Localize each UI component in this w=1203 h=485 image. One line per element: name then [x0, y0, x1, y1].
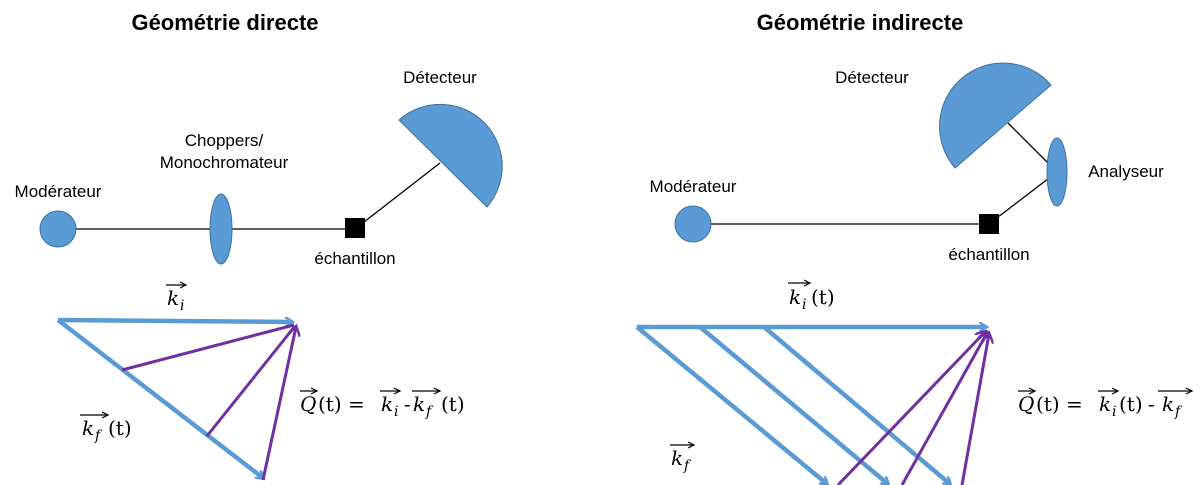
svg-text:Q: Q — [1018, 392, 1034, 416]
svg-text:(t): (t) — [108, 416, 132, 440]
left-q-equation: Q (t) = k i - k f (t) — [300, 391, 465, 420]
svg-text:i: i — [394, 404, 398, 420]
right-detector-label: Détecteur — [835, 68, 909, 87]
left-q-arrow — [261, 327, 296, 481]
svg-text:i: i — [802, 297, 806, 313]
svg-text:f: f — [94, 428, 103, 444]
right-kf-arrow-2 — [698, 325, 888, 485]
svg-text:k: k — [167, 286, 179, 310]
svg-text:(t) =: (t) = — [318, 392, 365, 416]
left-q-line-2 — [205, 325, 297, 437]
left-ki-arrow — [57, 320, 292, 322]
left-chopper-label-2: Monochromateur — [160, 153, 289, 172]
left-sample-shape — [345, 218, 365, 238]
svg-text:i: i — [180, 298, 184, 314]
left-chopper-shape — [209, 193, 233, 265]
left-q-line-1 — [121, 323, 295, 372]
svg-text:f: f — [683, 458, 692, 474]
right-analyser-line — [988, 171, 1058, 225]
right-kf-arrow-1 — [635, 325, 827, 485]
right-analyser-label: Analyseur — [1088, 162, 1164, 181]
left-ki-label: k i — [166, 285, 186, 314]
svg-text:i: i — [1112, 404, 1116, 420]
right-panel: Géométrie indirecte Modérateur échantill… — [635, 10, 1192, 485]
svg-text:f: f — [425, 404, 434, 420]
svg-text:k: k — [82, 416, 94, 440]
svg-text:Q: Q — [300, 392, 316, 416]
svg-text:k: k — [671, 446, 683, 470]
right-kf-label: k f — [670, 445, 694, 474]
left-moderator-label: Modérateur — [15, 182, 102, 201]
right-ki-label: k i (t) — [788, 283, 835, 313]
left-chopper-label-1: Choppers/ — [185, 131, 264, 150]
svg-text:(t): (t) — [1119, 392, 1143, 416]
left-panel: Géométrie directe Modérateur Choppers/ M… — [15, 10, 503, 481]
right-kf-arrow-3 — [762, 325, 950, 485]
svg-text:k: k — [789, 285, 801, 309]
left-sample-label: échantillon — [314, 249, 395, 268]
svg-text:k: k — [381, 392, 393, 416]
right-q-arrow-2 — [900, 333, 987, 485]
svg-text:k: k — [413, 392, 425, 416]
left-kf-arrow — [56, 318, 263, 478]
svg-text:-: - — [1148, 392, 1155, 416]
left-kf-label: k f (t) — [80, 415, 132, 444]
right-sample-shape — [979, 214, 999, 234]
svg-text:k: k — [1162, 392, 1174, 416]
svg-text:(t): (t) — [811, 285, 835, 309]
right-moderator-label: Modérateur — [650, 177, 737, 196]
svg-text:-: - — [404, 392, 411, 416]
right-detector-shape — [939, 62, 1052, 169]
right-title: Géométrie indirecte — [757, 10, 964, 35]
left-detector-label: Détecteur — [403, 68, 477, 87]
left-scatter-line — [354, 162, 441, 230]
svg-text:f: f — [1174, 404, 1183, 420]
svg-text:(t): (t) — [441, 392, 465, 416]
right-analyser-shape — [1046, 137, 1068, 207]
right-q-arrow-3 — [960, 334, 989, 485]
right-sample-label: échantillon — [948, 245, 1029, 264]
left-detector-shape — [398, 103, 503, 208]
svg-text:k: k — [1099, 392, 1111, 416]
svg-text:(t) =: (t) = — [1036, 392, 1083, 416]
right-moderator-shape — [674, 205, 712, 243]
left-title: Géométrie directe — [131, 10, 318, 35]
right-q-equation: Q (t) = k i (t) - k f — [1018, 391, 1192, 420]
left-moderator-shape — [39, 210, 77, 248]
right-q-arrow-1 — [836, 332, 985, 485]
